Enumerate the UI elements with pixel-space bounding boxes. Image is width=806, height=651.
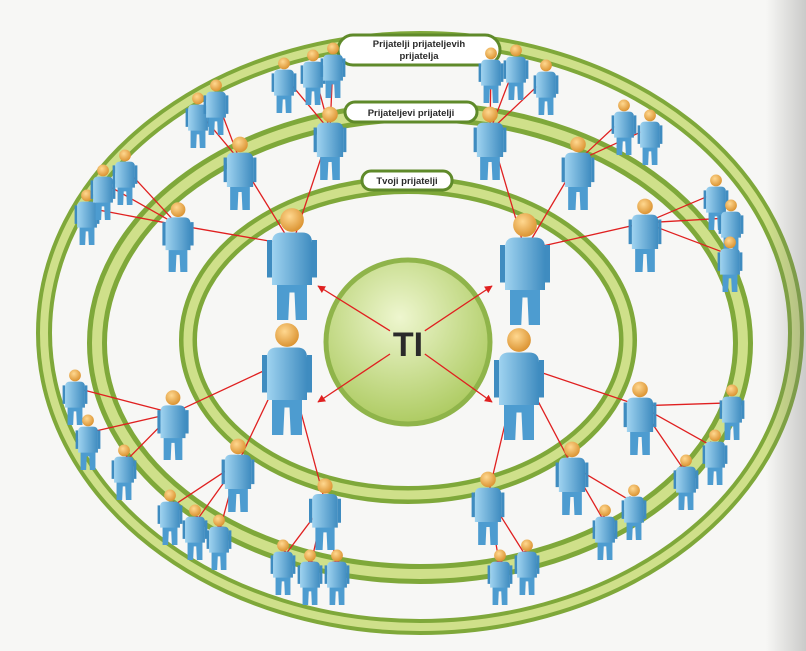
friend-of-friends-friend-person-icon-28 (592, 504, 618, 560)
arrow-center-to-friend-2 (424, 285, 493, 332)
ring-label-outer-line1: Prijatelji prijateljevih (373, 39, 466, 50)
friend-of-friends-friend-person-icon-25 (324, 549, 350, 605)
friend-of-friends-friend-person-icon-26 (487, 549, 513, 605)
friend-of-friends-friend-person-icon-7 (300, 49, 326, 105)
friend-of-friends-friend-person-icon-30 (673, 454, 699, 510)
friend-of-friends-friend-person-icon-5 (203, 79, 229, 135)
friend-person-icon-3 (262, 323, 312, 435)
friend-of-friends-friend-person-icon-18 (75, 414, 101, 470)
friend-of-friends-friend-person-icon-8 (320, 42, 346, 98)
friend-of-friend-person-icon-5 (561, 136, 595, 210)
friend-of-friend-person-icon-10 (471, 471, 505, 545)
ring-label-outer-line2: prijatelja (399, 51, 439, 62)
center-node: TI (323, 257, 493, 427)
people-layer (62, 42, 745, 605)
friend-of-friend-person-icon-7 (157, 390, 189, 460)
center-label: TI (393, 326, 423, 364)
page-edge-shadow (766, 0, 806, 651)
ring-label-inner-text: Tvoji prijatelji (376, 176, 437, 187)
friend-of-friend-person-icon-2 (223, 136, 257, 210)
friend-of-friends-friend-person-icon-22 (206, 514, 232, 570)
friend-of-friends-friend-person-icon-24 (297, 549, 323, 605)
friend-of-friends-friend-person-icon-10 (503, 44, 529, 100)
friend-of-friend-person-icon-3 (313, 106, 347, 180)
friend-of-friends-friend-person-icon-21 (182, 504, 208, 560)
friend-of-friends-friend-person-icon-27 (514, 539, 540, 595)
arrow-node-7-to-node-17 (74, 385, 174, 414)
friend-of-friends-friend-person-icon-17 (62, 369, 88, 425)
friend-of-friends-friend-person-icon-23 (270, 539, 296, 595)
friend-of-friends-friend-person-icon-16 (717, 236, 743, 292)
friend-of-friends-friend-person-icon-32 (719, 384, 745, 440)
ring-label-outer: Prijatelji prijateljevih prijatelja (336, 33, 502, 67)
friend-of-friends-friend-person-icon-9 (478, 47, 504, 103)
ring-label-inner: Tvoji prijatelji (360, 169, 454, 192)
friend-of-friend-person-icon-4 (473, 106, 507, 180)
friend-of-friend-person-icon-8 (221, 438, 255, 512)
friend-of-friends-friend-person-icon-29 (621, 484, 647, 540)
friend-of-friends-friend-person-icon-6 (271, 57, 297, 113)
friend-of-friends-friend-person-icon-11 (533, 59, 559, 115)
arrow-node-1-to-node-2 (102, 182, 179, 226)
friend-person-icon-1 (267, 208, 317, 320)
arrow-center-to-friend-4 (424, 353, 493, 403)
friend-of-friends-friend-person-icon-2 (90, 164, 116, 220)
friend-of-friend-person-icon-9 (309, 478, 341, 550)
friend-of-friend-person-icon-6 (628, 198, 662, 272)
friend-of-friends-friend-person-icon-20 (157, 489, 183, 545)
friend-of-friends-friend-person-icon-12 (611, 99, 637, 155)
friend-of-friend-person-icon-1 (162, 202, 194, 272)
friend-of-friends-friend-person-icon-19 (111, 444, 137, 500)
ring-label-middle: Prijateljevi prijatelji (343, 100, 479, 124)
friend-of-friends-friend-person-icon-13 (637, 109, 663, 165)
ring-label-middle-text: Prijateljevi prijatelji (368, 108, 455, 119)
friend-person-icon-4 (494, 328, 544, 440)
friend-of-friends-friend-person-icon-4 (185, 92, 211, 148)
friend-of-friends-friend-person-icon-3 (112, 149, 138, 205)
friend-of-friends-friend-person-icon-31 (702, 429, 728, 485)
arrow-center-to-friend-3 (317, 353, 391, 403)
arrow-center-to-friend-1 (317, 285, 391, 332)
friend-person-icon-2 (500, 213, 550, 325)
friend-of-friend-person-icon-11 (555, 441, 589, 515)
friend-of-friend-person-icon-12 (623, 381, 657, 455)
